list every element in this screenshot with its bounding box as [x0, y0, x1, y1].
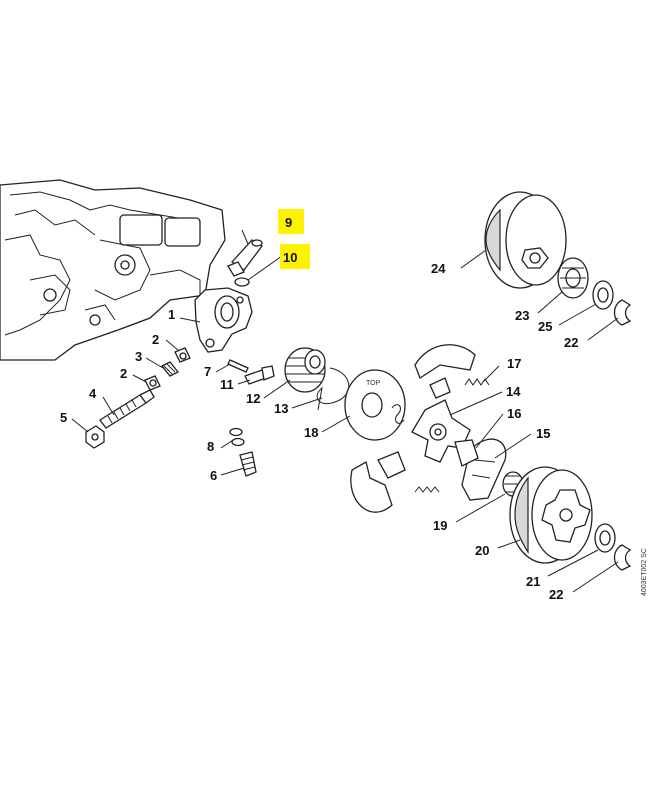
engine-housing — [0, 179, 226, 361]
leader-lines — [71, 229, 619, 593]
label-11: 11 — [220, 377, 234, 392]
label-22b: 22 — [549, 587, 563, 602]
label-17: 17 — [507, 356, 521, 371]
label-3: 3 — [135, 349, 142, 364]
label-7: 7 — [204, 364, 211, 379]
part-rim-23 — [557, 257, 589, 299]
part-e-clip-22a — [613, 299, 632, 326]
part-washer-25 — [592, 280, 614, 310]
part-rim-drum-24 — [484, 191, 567, 289]
part-nut-5 — [85, 425, 105, 449]
part-oil-pump — [194, 287, 253, 353]
part-worm-4 — [99, 389, 155, 429]
part-screw-2a — [174, 347, 191, 363]
label-16: 16 — [507, 406, 521, 421]
part-clutch-shoe-left — [350, 451, 406, 513]
part-clutch-shoe-top — [414, 344, 476, 399]
label-20: 20 — [475, 543, 489, 558]
label-2a: 2 — [152, 332, 159, 347]
part-clutch-carrier-14 — [411, 399, 471, 463]
label-8: 8 — [207, 439, 214, 454]
part-o-ring-10 — [234, 277, 250, 287]
label-10: 10 — [283, 250, 297, 265]
part-spring-small-b — [414, 486, 440, 493]
label-4: 4 — [89, 386, 97, 401]
label-9: 9 — [285, 215, 292, 230]
label-14: 14 — [506, 384, 521, 399]
label-1: 1 — [168, 307, 175, 322]
part-plug-6 — [239, 451, 257, 477]
label-6: 6 — [210, 468, 217, 483]
label-12: 12 — [246, 391, 260, 406]
label-19: 19 — [433, 518, 447, 533]
part-pipe — [227, 239, 263, 277]
part-clutch-shoe-16 — [454, 439, 479, 467]
drawing-code: 4003ET002 SC — [641, 548, 648, 596]
part-washer-21 — [594, 523, 616, 553]
part-screw-11 — [244, 365, 275, 385]
part-spring-17 — [464, 378, 490, 386]
part-screw-2b — [144, 375, 161, 391]
label-24: 24 — [431, 261, 446, 276]
label-2b: 2 — [120, 366, 127, 381]
svg-text:TOP: TOP — [366, 380, 381, 387]
part-clutch-drum-20 — [509, 466, 593, 564]
label-21: 21 — [526, 574, 540, 589]
label-5: 5 — [60, 410, 67, 425]
part-spring-wire-13 — [316, 367, 350, 411]
part-disc-18: TOP — [344, 369, 406, 441]
part-pin-7 — [227, 359, 249, 373]
part-spring-small-a — [391, 404, 405, 424]
label-15: 15 — [536, 426, 550, 441]
highlight-box-9 — [278, 209, 304, 234]
part-worm-gear-12 — [284, 347, 326, 393]
label-13: 13 — [274, 401, 288, 416]
label-25: 25 — [538, 319, 552, 334]
part-spring-3 — [160, 361, 180, 377]
part-o-rings-8 — [229, 427, 245, 447]
label-23: 23 — [515, 308, 529, 323]
label-18: 18 — [304, 425, 318, 440]
highlight-box-10 — [280, 244, 310, 269]
label-22a: 22 — [564, 335, 578, 350]
part-e-clip-22b — [613, 544, 632, 571]
